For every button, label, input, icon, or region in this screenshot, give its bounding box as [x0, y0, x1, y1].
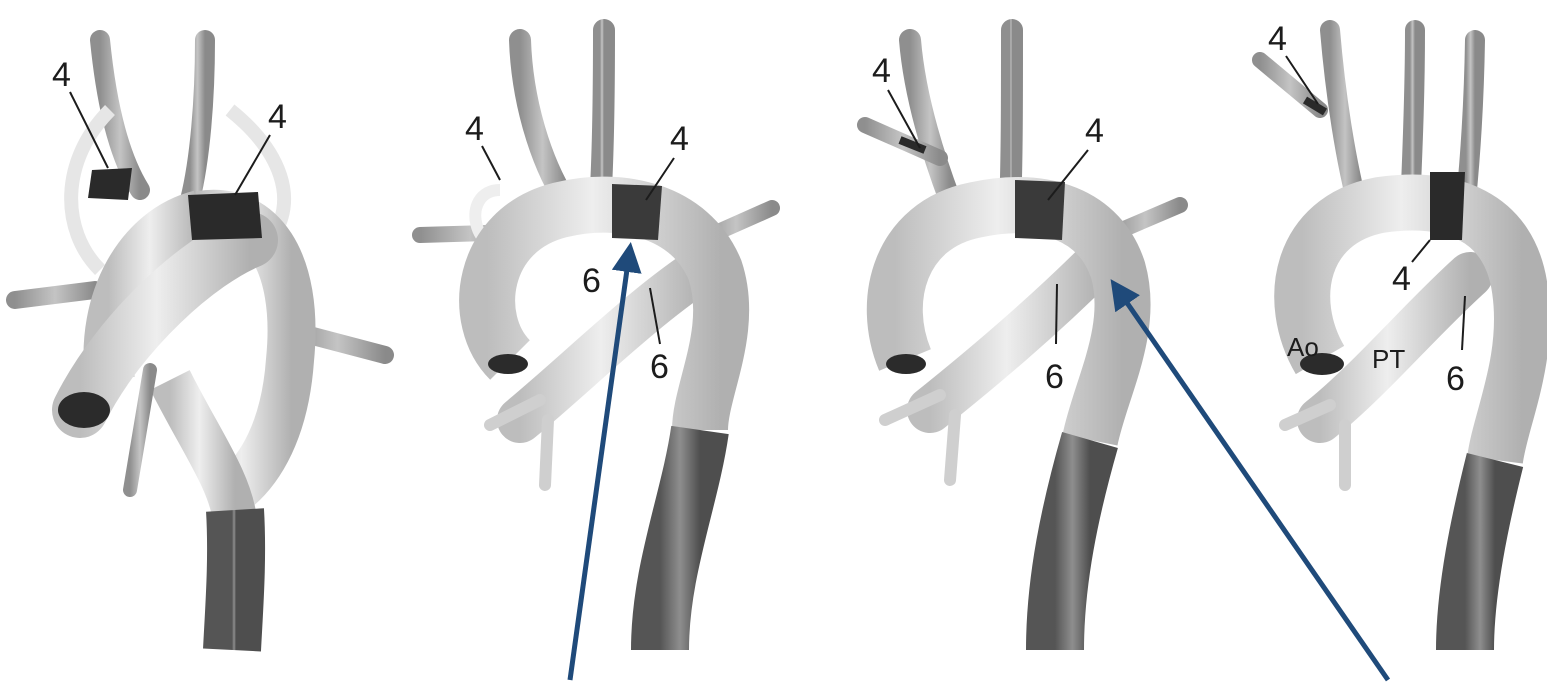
panel-3-neck-vessel-left: [910, 40, 950, 200]
panel-3-descending-aorta: [1055, 440, 1090, 650]
panel-4-descending-aorta: [1465, 460, 1495, 650]
panel-4-leader-arch: [1412, 240, 1430, 262]
panel-2-label-6-lower: 6: [650, 348, 669, 386]
panel-1-descending-upper: [170, 380, 235, 520]
panel-4-label-ao: Ao: [1287, 332, 1319, 362]
panel-3-label-6-lower: 6: [1045, 358, 1064, 396]
panel-2-label-4-left: 4: [465, 110, 484, 148]
panel-2-neck-vessel-left: [520, 40, 565, 200]
panel-3: 4 4 6: [865, 30, 1180, 650]
panel-3-pt-branch-b: [950, 415, 955, 480]
panel-1-truncus-opening: [58, 392, 110, 428]
panel-4-label-6-lower: 6: [1446, 360, 1465, 398]
panel-1-descending-aorta: [232, 510, 236, 650]
panel-2-dark-segment: [612, 184, 662, 240]
panel-1: 4 4: [15, 40, 385, 650]
panel-1-vessels: [15, 40, 385, 650]
panel-3-vessels: [865, 30, 1180, 650]
panel-1-left-subclavian: [15, 290, 95, 300]
panel-1-leader-right: [235, 135, 270, 195]
panel-4-label-pt: PT: [1372, 344, 1405, 374]
panel-1-label-4-right: 4: [268, 98, 287, 136]
panel-2-label-4-arch: 4: [670, 120, 689, 158]
panel-1-label-4-left: 4: [52, 56, 71, 94]
panel-3-label-4-left: 4: [872, 52, 891, 90]
panel-4-dark-segment: [1430, 172, 1465, 240]
panel-1-right-carotid: [190, 40, 205, 200]
panel-2-label-6-inner: 6: [582, 262, 601, 300]
panel-2-pt-branch-b: [545, 420, 548, 485]
panel-3-pulmonary-trunk: [930, 260, 1100, 410]
arrow-panel-2: [570, 248, 630, 680]
panel-2: 4 4 6 6: [420, 30, 772, 650]
panel-4-label-4-arch: 4: [1392, 260, 1411, 298]
panel-3-ascending-opening: [886, 354, 926, 374]
panel-4-neck-vessel-3: [1466, 40, 1475, 200]
panel-3-leader-lower: [1056, 284, 1057, 344]
panel-3-label-4-arch: 4: [1085, 112, 1104, 150]
panel-2-descending-aorta: [660, 430, 700, 650]
panel-2-ascending-opening: [488, 354, 528, 374]
panel-4-label-4-left: 4: [1268, 20, 1287, 58]
panel-2-leader-left: [482, 146, 500, 180]
panel-1-dark-segment-left: [88, 168, 132, 200]
panel-1-dark-segment: [188, 192, 262, 240]
panel-1-inferior-branch: [130, 370, 150, 490]
